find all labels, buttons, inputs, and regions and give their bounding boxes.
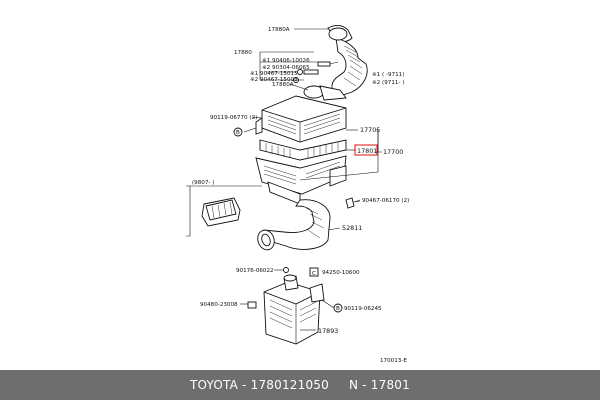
- callout-b-1: B: [236, 130, 240, 136]
- label-90119-b: 90119-06245: [344, 306, 382, 312]
- callout-b-circle-1: [233, 127, 243, 137]
- case-bolt: [345, 197, 361, 209]
- air-duct: [257, 199, 331, 251]
- footer-spacer: [329, 378, 349, 392]
- callout-c: C: [312, 271, 316, 277]
- air-cleaner-cap: [255, 95, 347, 143]
- label-90406: ※1 90406-10026: [262, 58, 310, 64]
- label-90176: 90176-06022: [236, 268, 274, 274]
- air-cleaner-case: [255, 155, 347, 205]
- resonator: [263, 274, 325, 345]
- label-90480: 90480-23008: [200, 302, 238, 308]
- label-90467-b: ※2 90467-15003: [250, 77, 298, 83]
- footer-part-number: 17801: [370, 378, 410, 392]
- highlight-box: [354, 144, 378, 156]
- label-17880: 17880: [234, 50, 252, 56]
- label-52811: 52811: [342, 224, 362, 232]
- label-17880a-top: 17880A: [268, 27, 290, 33]
- exploded-parts-diagram: 17880A 17880 ※1 90406-10026 ※2 90304-060…: [186, 25, 409, 364]
- filter-element: [259, 139, 347, 161]
- label-range-9807: (9807- ): [192, 180, 214, 186]
- label-90467-c: 90467-06170 (2): [362, 198, 409, 204]
- footer-separator: -: [238, 378, 251, 392]
- inlet-adapter: [201, 197, 241, 227]
- intake-hose-top: [303, 25, 368, 114]
- label-90119-a: 90119-06770 (2): [210, 115, 257, 121]
- clamp-bolts: [293, 61, 339, 83]
- label-17705: 17705: [360, 126, 380, 134]
- label-94250: 94250-10600: [322, 270, 360, 276]
- label-17700: 17700: [383, 148, 403, 156]
- label-17880a-bottom: 17880A: [272, 82, 294, 88]
- callout-b-circle-2: [333, 303, 343, 313]
- resonator-fasteners: [247, 267, 289, 309]
- note-2: ※2 (9711- ): [372, 80, 404, 86]
- footer-prefix: N -: [349, 378, 371, 392]
- label-90304: ※2 90304-06065: [262, 65, 310, 71]
- footer-brand: TOYOTA: [190, 378, 239, 392]
- label-90467-a: ※1 90467-15015: [250, 71, 298, 77]
- note-1: ※1 ( -9711): [372, 72, 404, 78]
- leader-lines: [186, 28, 382, 331]
- label-17801: 17801: [357, 147, 377, 155]
- footer-bar: TOYOTA - 1780121050 N - 17801: [0, 370, 600, 400]
- callout-c-box: [309, 267, 319, 277]
- callout-b-2: B: [336, 306, 340, 312]
- label-17893: 17893: [318, 327, 338, 335]
- footer-article: 1780121050: [250, 378, 329, 392]
- figure-code: 170013-E: [380, 358, 407, 364]
